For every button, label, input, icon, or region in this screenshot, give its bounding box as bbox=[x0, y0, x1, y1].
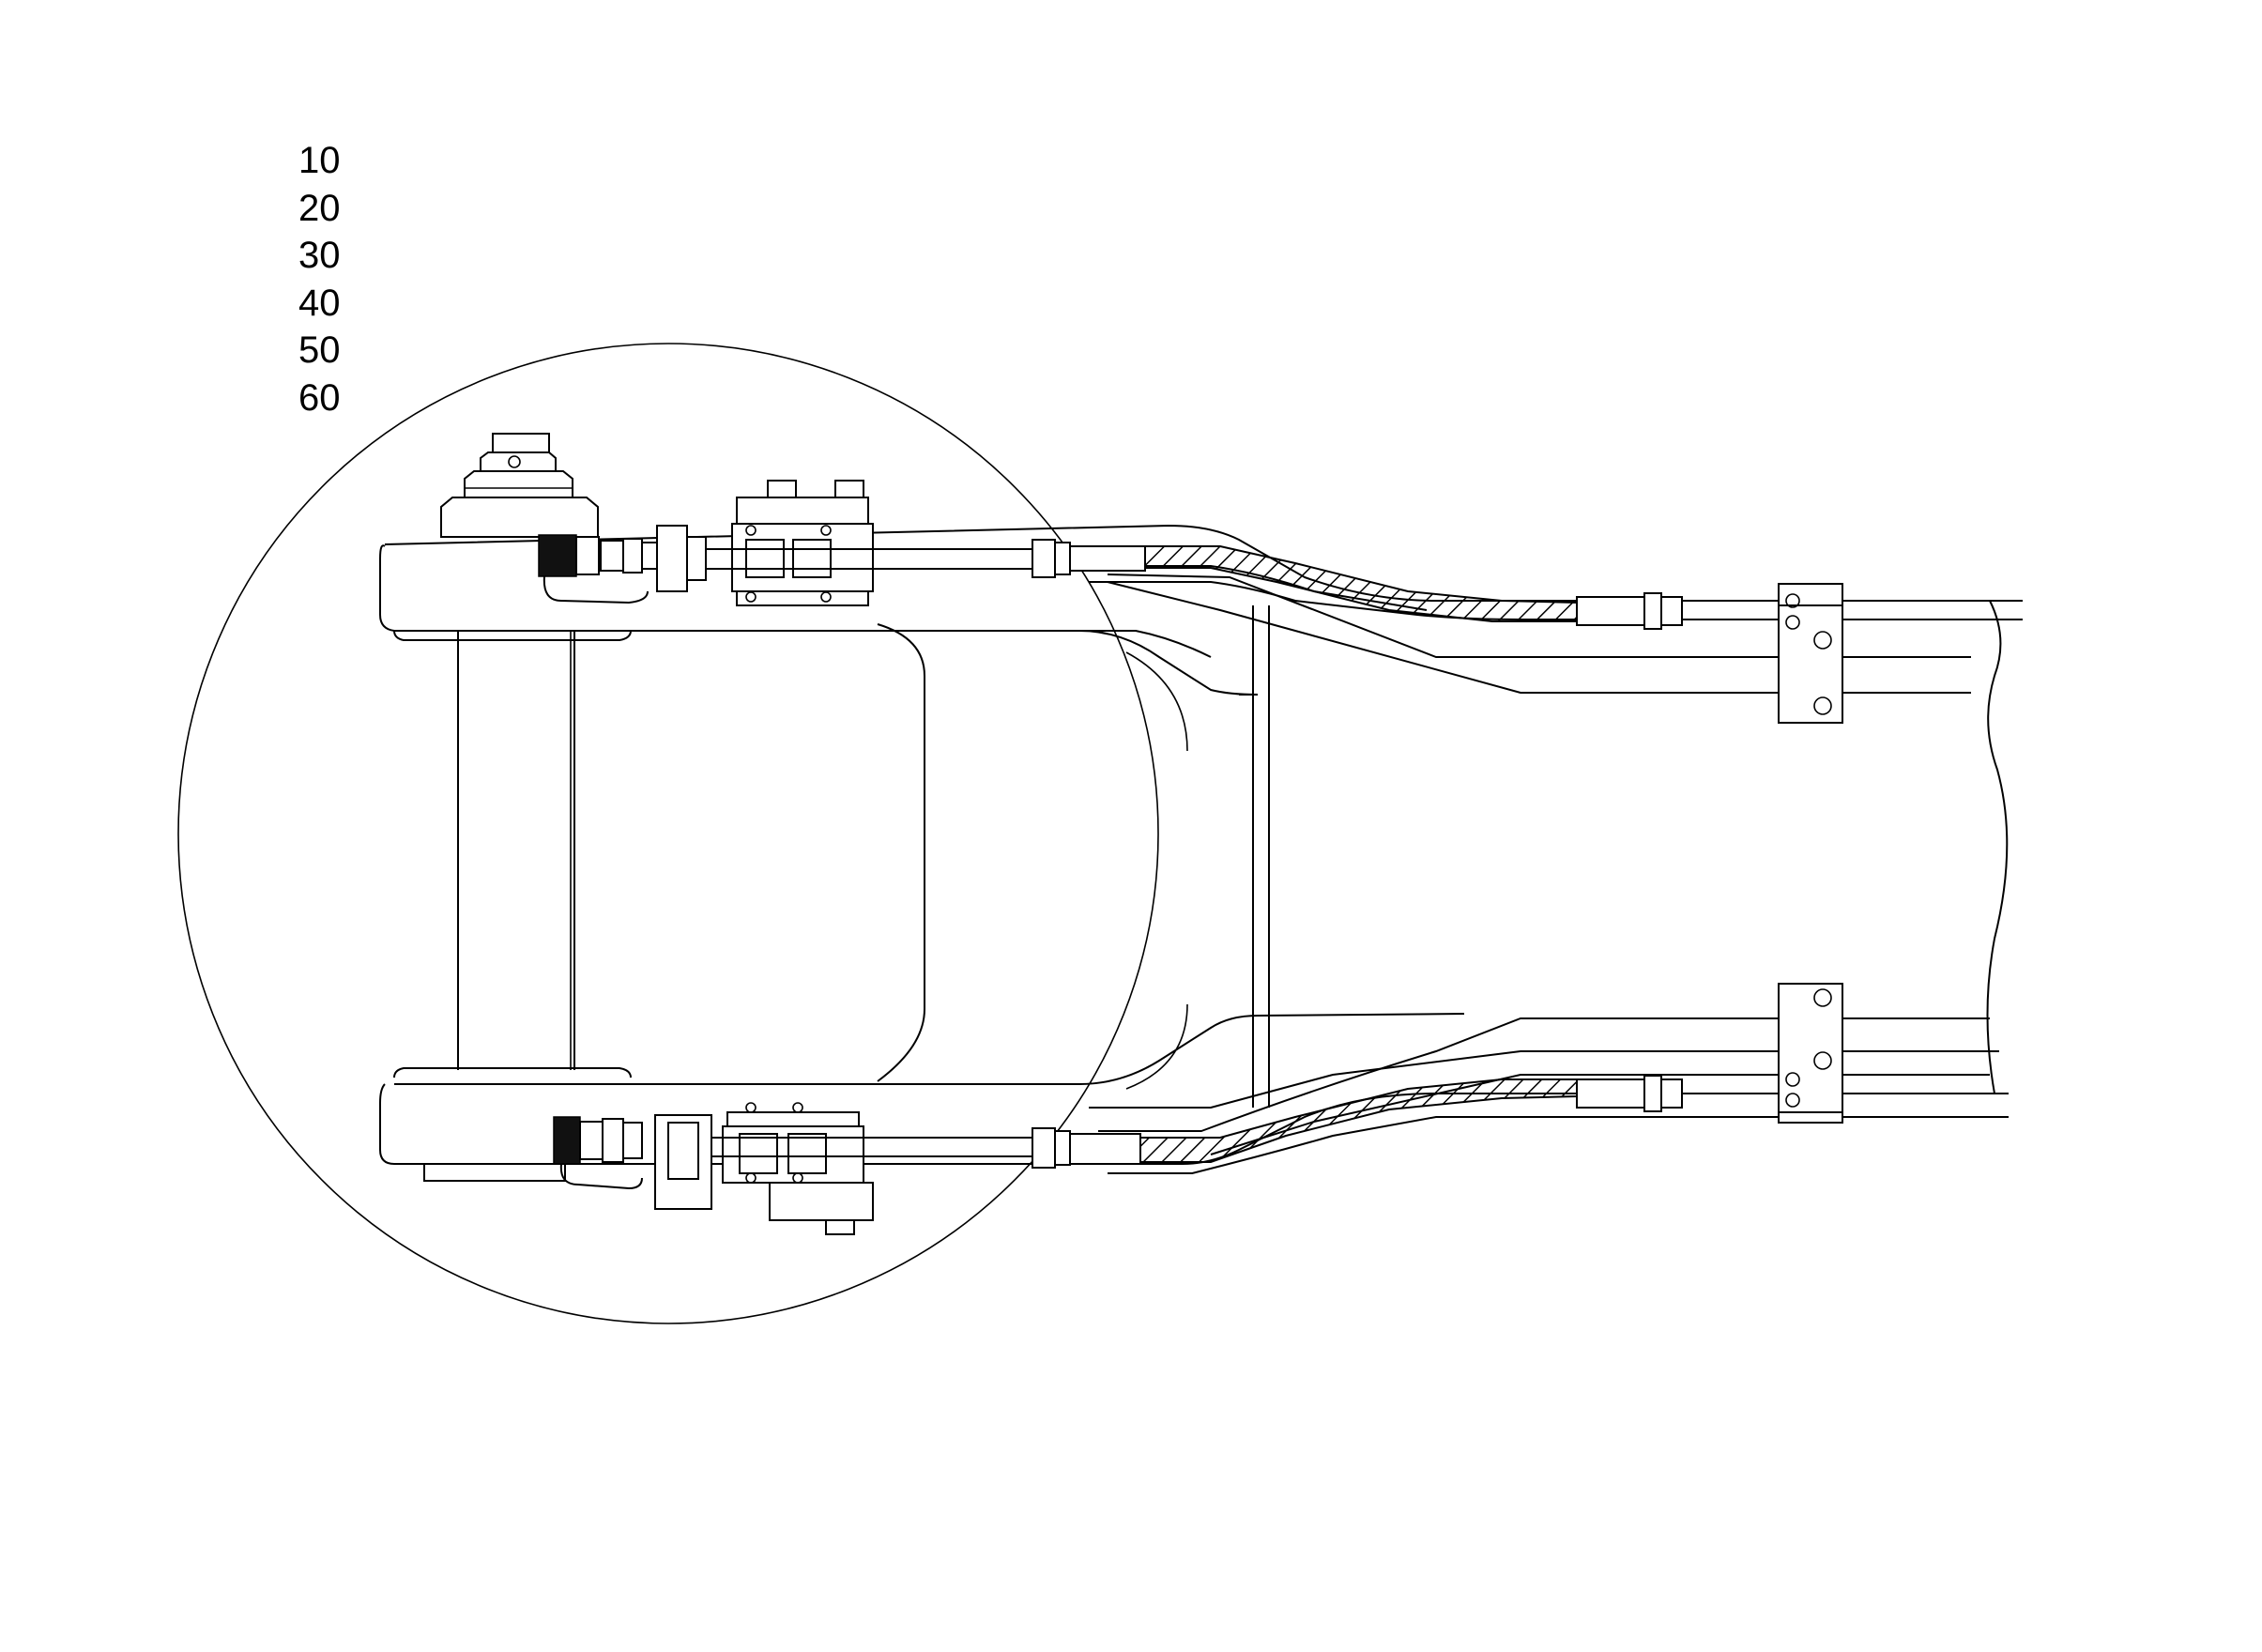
callout-label: 30 bbox=[298, 235, 341, 276]
top-hub-nut bbox=[440, 433, 599, 538]
callout-label: 20 bbox=[298, 187, 341, 229]
quick-coupler-bottom bbox=[553, 1114, 712, 1210]
quick-coupler-top bbox=[538, 525, 707, 604]
detail-circle bbox=[177, 343, 1159, 1324]
hose-clamp-bottom bbox=[722, 1102, 874, 1235]
pipe-clamp-upper bbox=[1778, 583, 1843, 724]
callout-label: 10 bbox=[298, 140, 341, 181]
callout-label: 60 bbox=[298, 376, 341, 419]
hydraulic-line-top bbox=[706, 539, 1683, 630]
yoke-frame bbox=[379, 524, 2023, 1182]
hydraulic-line-bottom bbox=[711, 1075, 1683, 1169]
pipe-clamp-lower bbox=[1778, 983, 1843, 1124]
callout-label: 50 bbox=[298, 329, 341, 371]
callout-label: 40 bbox=[298, 282, 341, 324]
hose-clamp-top bbox=[731, 480, 874, 606]
callout-list: 10 20 30 40 50 60 bbox=[298, 137, 341, 421]
